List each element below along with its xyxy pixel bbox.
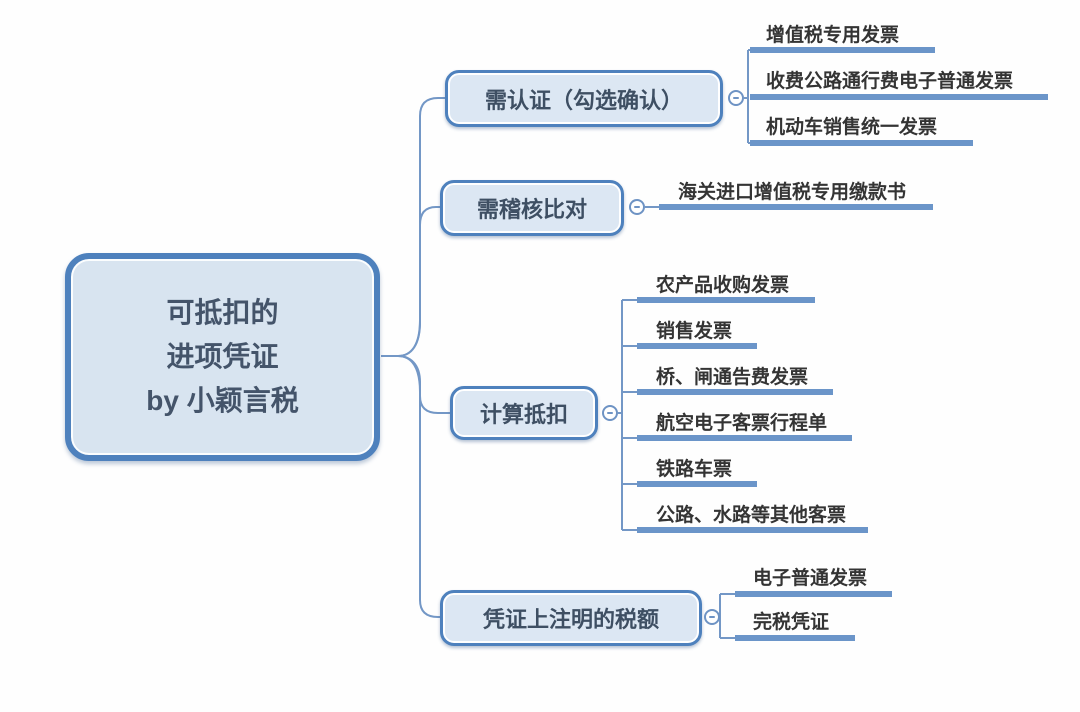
child-topic-air-eticket-itinerary[interactable]: 航空电子客票行程单 bbox=[656, 413, 828, 434]
branch4-connector bbox=[397, 355, 442, 618]
child-topic-electronic-general-invoice[interactable]: 电子普通发票 bbox=[753, 568, 868, 589]
branch-topic-label: 需认证（勾选确认） bbox=[484, 87, 683, 113]
branch2-connector bbox=[397, 206, 442, 357]
collapse-icon[interactable] bbox=[629, 199, 645, 215]
branch3-connector bbox=[397, 355, 452, 414]
collapse-icon[interactable] bbox=[728, 90, 744, 106]
branch3-children-rake bbox=[618, 299, 638, 531]
child-topic-motor-vehicle-invoice[interactable]: 机动车销售统一发票 bbox=[766, 117, 938, 138]
root-topic-line: by 小颖言税 bbox=[146, 385, 299, 416]
root-topic[interactable]: 可抵扣的 进项凭证 by 小颖言税 bbox=[65, 253, 380, 461]
collapse-icon[interactable] bbox=[602, 405, 618, 421]
branch-topic-label: 计算抵扣 bbox=[479, 402, 568, 427]
branch-topic-audit-compare[interactable]: 需稽核比对 bbox=[440, 180, 624, 236]
child-topic-customs-vat-payment-note[interactable]: 海关进口增值税专用缴款书 bbox=[678, 182, 907, 203]
child-topic-farm-produce-invoice[interactable]: 农产品收购发票 bbox=[656, 275, 790, 296]
root-topic-line: 可抵扣的 bbox=[166, 297, 279, 328]
child-topic-toll-road-e-invoice[interactable]: 收费公路通行费电子普通发票 bbox=[766, 71, 1014, 92]
branch-topic-calculated-deduction[interactable]: 计算抵扣 bbox=[450, 386, 598, 440]
branch-topic-tax-stated-on-voucher[interactable]: 凭证上注明的税额 bbox=[440, 590, 702, 646]
child-topic-sales-invoice[interactable]: 销售发票 bbox=[656, 321, 733, 342]
minus-icon bbox=[733, 97, 739, 99]
branch1-connector bbox=[397, 97, 447, 357]
branch-topic-label: 需稽核比对 bbox=[476, 197, 587, 222]
branch-topic-label: 凭证上注明的税额 bbox=[482, 607, 659, 632]
child-topic-railway-ticket[interactable]: 铁路车票 bbox=[656, 459, 733, 480]
child-topic-road-water-other-tickets[interactable]: 公路、水路等其他客票 bbox=[656, 505, 847, 526]
minus-icon bbox=[709, 616, 715, 618]
child-topic-bridge-lock-toll-invoice[interactable]: 桥、闸通告费发票 bbox=[656, 367, 809, 388]
minus-icon bbox=[607, 412, 613, 414]
child-topic-vat-special-invoice[interactable]: 增值税专用发票 bbox=[766, 25, 900, 46]
branch-topic-need-certification[interactable]: 需认证（勾选确认） bbox=[445, 70, 723, 127]
collapse-icon[interactable] bbox=[704, 609, 720, 625]
minus-icon bbox=[634, 206, 640, 208]
root-topic-line: 进项凭证 bbox=[166, 341, 279, 372]
branch1-children-rake bbox=[744, 49, 752, 144]
child-topic-tax-payment-certificate[interactable]: 完税凭证 bbox=[753, 612, 830, 633]
